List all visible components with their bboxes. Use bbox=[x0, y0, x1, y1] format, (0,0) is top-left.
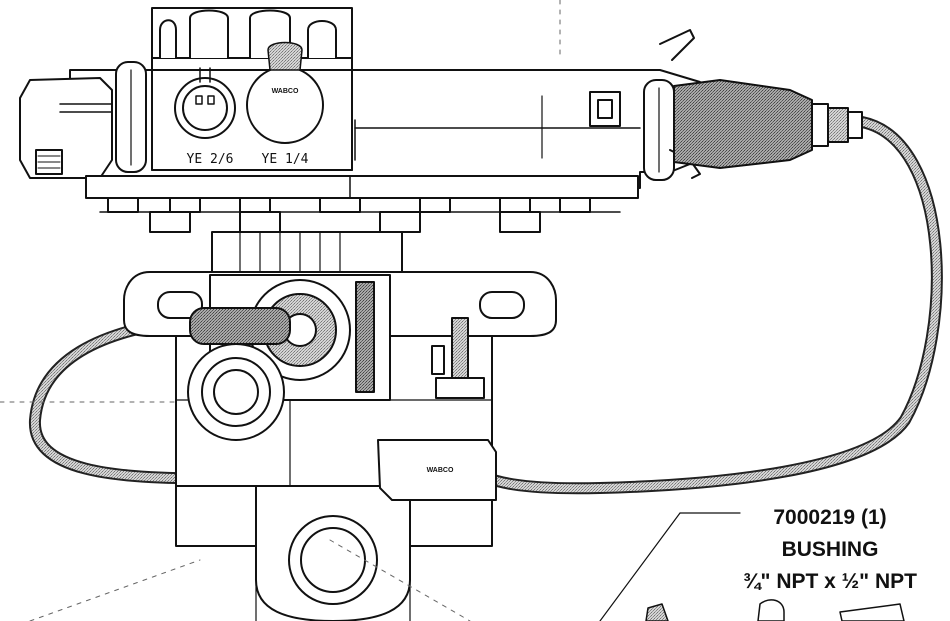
body-logo-plate bbox=[377, 439, 497, 501]
supply-port bbox=[187, 343, 285, 441]
callout-part-name: BUSHING bbox=[782, 538, 879, 561]
callout-part-number: 7000219 (1) bbox=[773, 506, 886, 529]
cable-connector-right bbox=[673, 79, 863, 169]
port-ye-1-4-cap bbox=[246, 41, 324, 144]
connector-tower bbox=[151, 7, 353, 171]
control-module bbox=[19, 29, 701, 233]
port-label-ye-1-4: YE 1/4 bbox=[262, 152, 309, 167]
callout-spec: ¾" NPT x ½" NPT bbox=[743, 570, 917, 593]
port-label-ye-2-6: YE 2/6 bbox=[187, 152, 234, 167]
connector-logo-text: WABCO bbox=[272, 88, 299, 95]
leader-lines bbox=[0, 0, 561, 621]
port-ye-2-6-socket bbox=[174, 67, 236, 139]
bolt-stud bbox=[431, 317, 485, 399]
bushing-fittings bbox=[645, 599, 905, 621]
pressure-sensor bbox=[189, 279, 351, 381]
valve-stem bbox=[211, 231, 403, 273]
callout-leader bbox=[599, 512, 741, 621]
body-logo-text: WABCO bbox=[427, 467, 454, 474]
